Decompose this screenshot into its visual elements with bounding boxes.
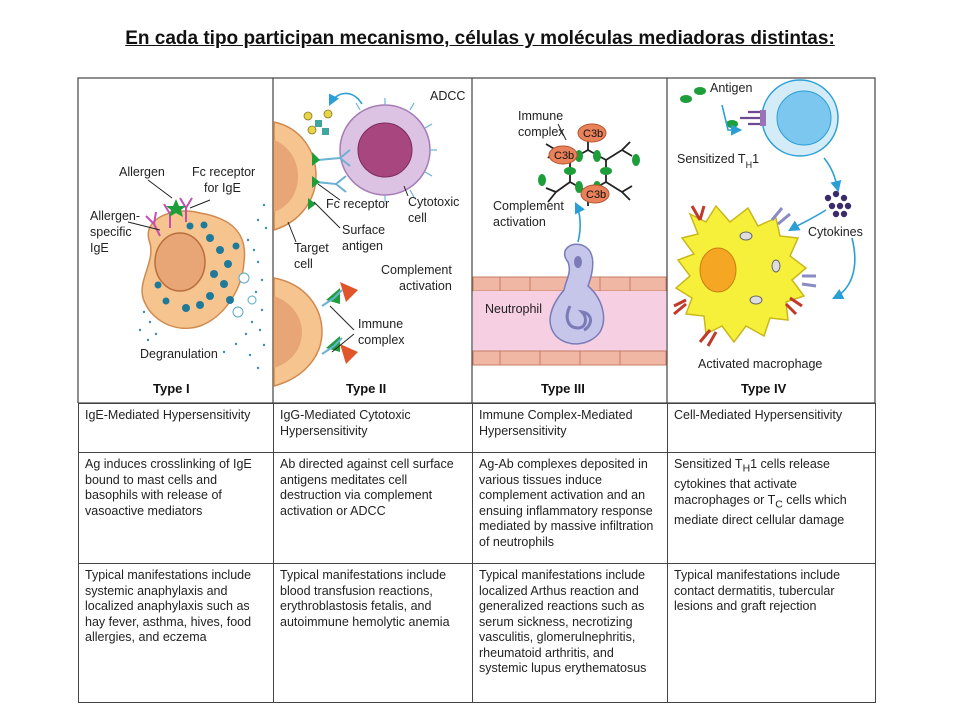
table-row-mechanisms: Ag induces crosslinking of IgE bound to … <box>78 452 876 564</box>
complement-activation-label-2: activation <box>399 279 452 293</box>
type4-mechanism-p2: 1 cells release cytokines that activate … <box>674 457 830 507</box>
allergen-specific-label-1: Allergen- <box>90 209 140 223</box>
target-cell-label-2: cell <box>294 257 313 271</box>
c3b-label-1: C3b <box>583 128 603 140</box>
activated-macrophage-label: Activated macrophage <box>698 357 822 371</box>
immune-complex-label-1: Immune <box>518 109 563 123</box>
adcc-label: ADCC <box>430 89 465 103</box>
th1-cell-nucleus <box>776 90 832 146</box>
sensitized-th1-text: Sensitized T <box>677 152 746 166</box>
type3-panel: C3b C3b C3b Immune complex Complement ac… <box>472 109 667 396</box>
slide-title: En cada tipo participan mecanismo, célul… <box>125 28 835 49</box>
type1-label: Type I <box>153 381 190 396</box>
type1-mechanism: Ag induces crosslinking of IgE bound to … <box>78 452 274 564</box>
vessel-wall-bottom <box>472 350 667 366</box>
type4-mechanism-p3: cells which mediate direct cellular dama… <box>674 492 847 527</box>
type2-manifestations: Typical manifestations include blood tra… <box>273 563 473 703</box>
cytokines-label: Cytokines <box>808 225 863 239</box>
c3b-label-3: C3b <box>586 189 606 201</box>
type3-label: Type III <box>541 381 585 396</box>
target-cell-label-1: Target <box>294 241 329 255</box>
type4-panel: Antigen Sensitized TH1 Cytokines Activat… <box>673 79 863 396</box>
fc-receptor-label-2: for IgE <box>204 181 241 195</box>
degranulation-label: Degranulation <box>140 347 218 361</box>
sensitized-th1-label: Sensitized TH1 <box>677 152 759 170</box>
type2-label: Type II <box>346 381 386 396</box>
surface-antigen-label-2: antigen <box>342 239 383 253</box>
antigen-label: Antigen <box>710 81 752 95</box>
complement-activation-label-1: Complement <box>381 263 452 277</box>
type4-name: Cell-Mediated Hypersensitivity <box>667 403 876 453</box>
allergen-label: Allergen <box>119 165 165 179</box>
table-row-manifestations: Typical manifestations include systemic … <box>78 563 876 703</box>
fc-receptor-label-1: Fc receptor <box>192 165 255 179</box>
type2-name: IgG-Mediated Cytotoxic Hypersensitivity <box>273 403 473 453</box>
sensitized-th1-sub: H <box>746 160 753 170</box>
type4-manifestations: Typical manifestations include contact d… <box>667 563 876 703</box>
cytokines <box>824 190 852 218</box>
type1-name: IgE-Mediated Hypersensitivity <box>78 403 274 453</box>
surface-antigen-label-1: Surface <box>342 223 385 237</box>
type3-name: Immune Complex-Mediated Hypersensitivity <box>472 403 668 453</box>
degranulation-dots <box>138 203 268 370</box>
mast-cell-nucleus <box>154 232 206 292</box>
type1-manifestations: Typical manifestations include systemic … <box>78 563 274 703</box>
type4-mechanism-s2: C <box>775 499 783 510</box>
table-row-names: IgE-Mediated Hypersensitivity IgG-Mediat… <box>78 403 876 453</box>
type1-panel: Allergen Fc receptor for IgE Allergen- s… <box>90 165 268 396</box>
allergen-specific-label-2: specific <box>90 225 132 239</box>
fc-receptor-label: Fc receptor <box>326 197 389 211</box>
allergen-icon <box>166 199 186 217</box>
sensitized-th1-suffix: 1 <box>752 152 759 166</box>
immune-complex-label-1: Immune <box>358 317 403 331</box>
granules <box>154 221 240 312</box>
hypersensitivity-diagram: Allergen Fc receptor for IgE Allergen- s… <box>77 77 876 403</box>
immune-complex-label-2: complex <box>358 333 405 347</box>
type4-mechanism: Sensitized TH1 cells release cytokines t… <box>667 452 876 564</box>
type2-mechanism: Ab directed against cell surface antigen… <box>273 452 473 564</box>
cytotoxic-label-2: cell <box>408 211 427 225</box>
type4-label: Type IV <box>741 381 787 396</box>
type2-panel: ADCC Cytotoxic cell Fc receptor Surface … <box>273 89 465 396</box>
allergen-specific-label-3: IgE <box>90 241 109 255</box>
complement-activation-label-2: activation <box>493 215 546 229</box>
type4-mechanism-s1: H <box>742 463 751 475</box>
macrophage-nucleus <box>699 247 737 293</box>
complement-activation-label-1: Complement <box>493 199 564 213</box>
hypersensitivity-table: IgE-Mediated Hypersensitivity IgG-Mediat… <box>78 403 876 703</box>
c3b-markers: C3b C3b C3b <box>548 123 610 204</box>
activated-macrophage <box>674 204 808 344</box>
immune-complex-label-2: complex <box>518 125 565 139</box>
cytotoxic-cell-nucleus <box>357 122 413 178</box>
type3-manifestations: Typical manifestations include localized… <box>472 563 668 703</box>
type3-mechanism: Ag-Ab complexes deposited in various tis… <box>472 452 668 564</box>
c3b-label-2: C3b <box>554 150 574 162</box>
type4-mechanism-p1: Sensitized T <box>674 457 743 471</box>
cytotoxic-label-1: Cytotoxic <box>408 195 459 209</box>
released-granules <box>303 109 333 135</box>
neutrophil-label: Neutrophil <box>485 302 542 316</box>
